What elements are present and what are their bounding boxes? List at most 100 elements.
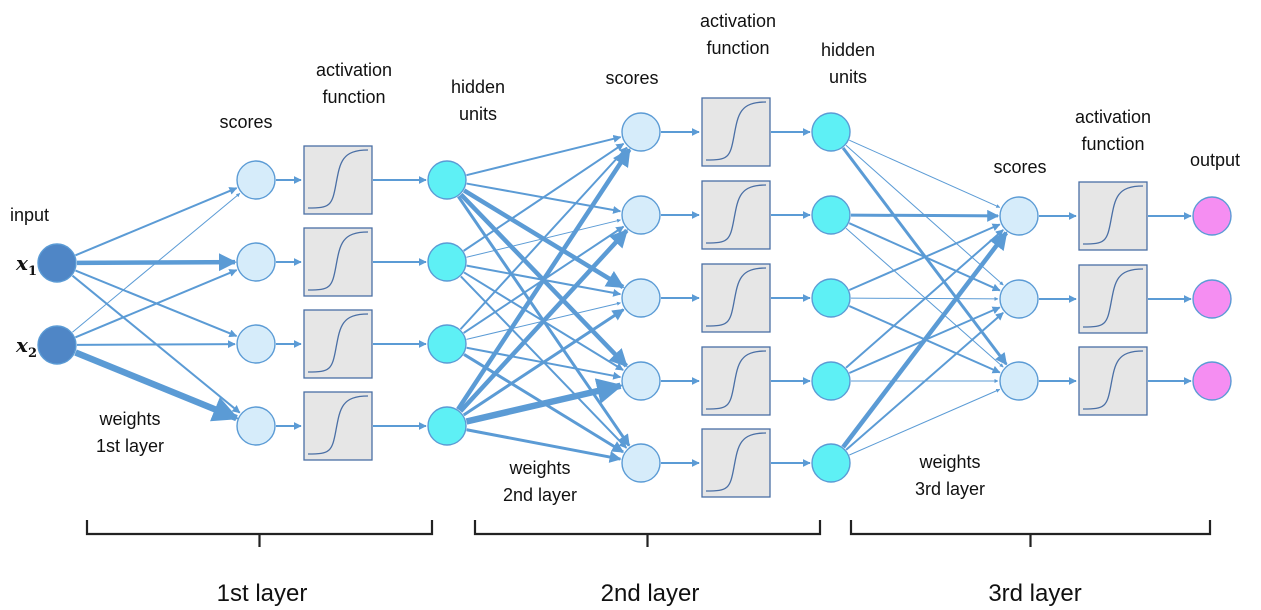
x1-label: x1 <box>15 251 37 279</box>
activation-function-box <box>1078 346 1148 416</box>
weight-edge-l3 <box>850 209 1000 222</box>
weight-edge-l2 <box>465 378 624 425</box>
layer2-hidden-units-label-line1: hidden <box>821 40 875 60</box>
input-node <box>37 243 77 283</box>
layer-name-1: 1st layer <box>217 580 308 607</box>
activation-function-box <box>1078 264 1148 334</box>
weight-edge-l2 <box>456 148 632 411</box>
activation-function-box <box>701 428 771 498</box>
weight-edge-l2 <box>466 428 622 463</box>
sigmoid-curve <box>705 101 767 161</box>
activation-function-box <box>303 391 373 461</box>
activation-function-box <box>1078 181 1148 251</box>
weights-1st-layer-label-line1: weights <box>98 409 160 429</box>
layer1-activation-label-line1: activation <box>316 60 392 80</box>
weight-edge-l3 <box>845 312 1004 451</box>
layer1-hidden-units-label-line2: units <box>459 104 497 124</box>
weight-edge-l3 <box>848 223 1001 291</box>
weight-edge-l1 <box>76 340 236 349</box>
network-nodes <box>37 112 1232 483</box>
activation-function-box <box>701 180 771 250</box>
hidden-unit-node <box>811 195 851 235</box>
sigmoid-curve <box>705 432 767 492</box>
weight-edge-l3 <box>849 139 1001 208</box>
weight-edge-l1 <box>72 193 241 333</box>
sigmoid-curve <box>705 350 767 410</box>
layer-bracket <box>85 520 434 547</box>
sigmoid-curve <box>705 267 767 327</box>
activation-function-box <box>303 145 373 215</box>
activation-function-box <box>701 346 771 416</box>
score-node <box>999 279 1039 319</box>
activation-function-boxes <box>303 97 1148 498</box>
output-node <box>1192 361 1232 401</box>
weight-edge-l1 <box>75 269 238 339</box>
layer2-scores-label: scores <box>605 68 658 88</box>
activation-function-box <box>303 309 373 379</box>
score-node <box>621 195 661 235</box>
layer3-activation-label-line2: function <box>1081 134 1144 154</box>
layer3-activation-label-line1: activation <box>1075 107 1151 127</box>
weight-edge-l1 <box>75 187 238 257</box>
weight-edge-l2 <box>466 134 622 177</box>
weight-edge-l3 <box>845 229 1004 369</box>
layer3-scores-label: scores <box>993 157 1046 177</box>
sigmoid-curve <box>307 395 369 455</box>
weight-edge-l2 <box>462 308 625 417</box>
hidden-unit-node <box>811 361 851 401</box>
layer-bracket <box>473 520 822 547</box>
score-node <box>236 324 276 364</box>
activation-function-box <box>303 227 373 297</box>
sigmoid-curve <box>307 231 369 291</box>
hidden-unit-node <box>427 406 467 446</box>
layer-bracket <box>849 520 1212 547</box>
sigmoid-curve <box>1082 185 1144 245</box>
weights-2nd-layer-label-line2: 2nd layer <box>503 485 577 505</box>
weights-2nd-layer-label-line1: weights <box>508 458 570 478</box>
score-node <box>236 160 276 200</box>
sigmoid-curve <box>307 313 369 373</box>
sigmoid-curve <box>307 149 369 209</box>
weight-edge-l2 <box>458 228 629 413</box>
hidden-unit-node <box>811 443 851 483</box>
score-node <box>999 361 1039 401</box>
output-node <box>1192 196 1232 236</box>
score-node <box>236 242 276 282</box>
sigmoid-curve <box>1082 268 1144 328</box>
input-node <box>37 325 77 365</box>
activation-function-box <box>701 263 771 333</box>
score-node <box>621 443 661 483</box>
layer-brackets <box>85 520 1212 547</box>
weight-edge-l3 <box>849 388 1001 456</box>
layer-name-2: 2nd layer <box>601 580 700 607</box>
score-node <box>236 406 276 446</box>
layer2-hidden-units-label-line2: units <box>829 67 867 87</box>
layer2-activation-label-line1: activation <box>700 11 776 31</box>
activation-function-box <box>701 97 771 167</box>
hidden-unit-node <box>427 324 467 364</box>
sigmoid-curve <box>1082 350 1144 410</box>
sigmoid-curve <box>705 184 767 244</box>
score-node <box>621 361 661 401</box>
hidden-unit-node <box>811 112 851 152</box>
weight-edge-l3 <box>841 231 1009 449</box>
layer1-hidden-units-label-line1: hidden <box>451 77 505 97</box>
output-node <box>1192 279 1232 319</box>
weight-edge-l1 <box>74 349 239 422</box>
layer1-scores-label: scores <box>219 112 272 132</box>
layer2-activation-label-line2: function <box>706 38 769 58</box>
score-node <box>621 112 661 152</box>
input-label: input <box>10 205 49 225</box>
weight-edge-l2 <box>459 146 628 330</box>
hidden-unit-node <box>427 160 467 200</box>
weight-edges <box>71 128 1192 467</box>
score-node <box>999 196 1039 236</box>
hidden-unit-node <box>811 278 851 318</box>
weights-1st-layer-label-line2: 1st layer <box>96 436 164 456</box>
layer-name-3: 3rd layer <box>988 580 1081 607</box>
weights-3rd-layer-label-line2: 3rd layer <box>915 479 985 499</box>
hidden-unit-node <box>427 242 467 282</box>
weights-3rd-layer-label-line1: weights <box>918 452 980 472</box>
layer1-activation-label-line2: function <box>322 87 385 107</box>
